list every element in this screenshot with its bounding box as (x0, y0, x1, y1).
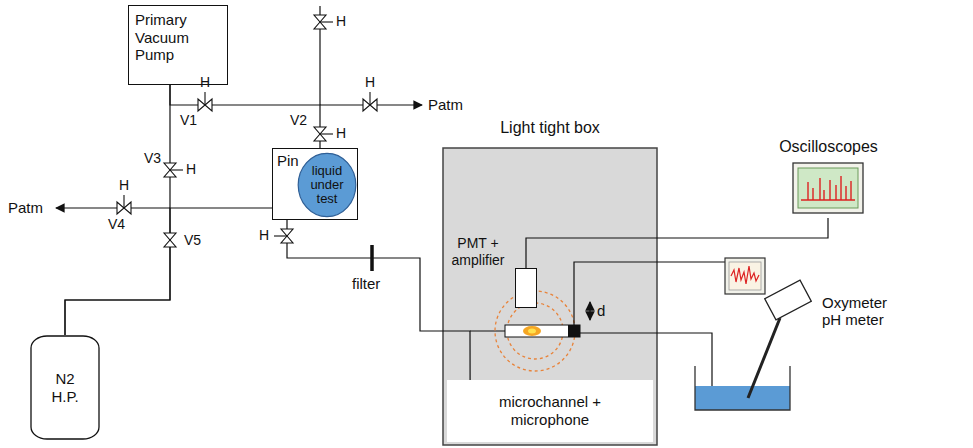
node-text: Oscilloscopes (776, 138, 881, 157)
nitrogen-bottle: N2 H.P. (30, 335, 100, 440)
pump-box: Primary Vacuum Pump (128, 5, 228, 85)
valve-symbol (314, 15, 326, 22)
bubble-flash (528, 329, 536, 334)
part-label: d (597, 302, 605, 319)
pipe-connector (526, 218, 828, 268)
valve-label: V2 (290, 112, 307, 128)
part-label: H (336, 13, 346, 29)
distance-arrow (589, 302, 590, 320)
part-label: H (336, 125, 346, 141)
pipe-connector (65, 85, 170, 335)
valve-symbol (164, 163, 176, 170)
valve-label: V1 (180, 112, 197, 128)
pipe-connector (170, 85, 320, 148)
node-text: Light tight box (443, 119, 657, 138)
valve-stem (274, 235, 287, 236)
signal-trace (731, 266, 759, 284)
part-label: Patm (428, 96, 463, 113)
probe-head (765, 280, 812, 320)
oscilloscope-screen (729, 262, 761, 290)
valve-symbol (164, 170, 176, 177)
pipe-connector (287, 220, 470, 380)
valve-label: V4 (108, 216, 125, 232)
valve-stem (123, 195, 124, 208)
valve-symbol (281, 229, 293, 236)
pmt-box: PMT + amplifier (515, 268, 537, 308)
beaker (695, 366, 790, 410)
valve-symbol (370, 99, 377, 111)
valve-label: V5 (184, 232, 201, 248)
valve-symbol (363, 99, 370, 111)
light-box-ground (443, 148, 657, 445)
light-tight-box: Light tight boxPMT + amplifiermicrochann… (443, 148, 657, 445)
signal-trace (801, 176, 855, 200)
oscilloscope (793, 163, 863, 213)
valve-label: V3 (144, 150, 161, 166)
valve-symbol (164, 233, 176, 240)
oscilloscope-group: Oscilloscopes (776, 138, 881, 218)
valve-stem (369, 92, 370, 105)
part-label: H (259, 227, 269, 243)
oscilloscope-screen (798, 168, 858, 208)
valve-symbol (117, 202, 124, 214)
part-label: H (186, 161, 196, 177)
microchannel-panel: microchannel + microphone (447, 380, 653, 442)
pressure-vessel: Pinliquid under test (272, 148, 358, 220)
part-label: H (119, 177, 129, 193)
node-text: PMT + amplifier (446, 235, 510, 268)
node-text: liquid under test (300, 164, 354, 207)
part-label: Patm (8, 199, 43, 216)
liquid-ellipse: liquid under test (297, 152, 357, 218)
valve-symbol (314, 127, 326, 134)
valve-symbol (124, 202, 131, 214)
valve-symbol (314, 22, 326, 29)
pipe-connector (65, 208, 272, 335)
node-text: microchannel + microphone (494, 393, 606, 428)
node-text: Primary Vacuum Pump (129, 6, 227, 69)
part-label: filter (352, 275, 380, 292)
valve-symbol (164, 240, 176, 247)
valve-stem (320, 133, 333, 134)
beaker-liquid (695, 386, 790, 410)
inlet-stub (470, 330, 505, 331)
valve-stem (320, 21, 333, 22)
probe (748, 318, 780, 398)
part-label: H (200, 74, 210, 90)
vent-pipe (56, 207, 170, 208)
bubble-flash (523, 326, 541, 336)
cylinder-shape (31, 336, 99, 439)
valve-symbol (281, 236, 293, 243)
valve-symbol (314, 134, 326, 141)
filter (370, 245, 374, 271)
valve-symbol (198, 99, 205, 111)
node-text: N2 H.P. (43, 370, 87, 405)
microphone-wire (574, 262, 725, 325)
oscilloscope (725, 258, 765, 294)
valve-stem (204, 92, 205, 105)
valve-symbol (205, 99, 212, 111)
part-label: H (365, 74, 375, 90)
microchannel (505, 325, 580, 337)
node-text: Pin (277, 152, 299, 170)
liquid-ellipse-shape (298, 153, 356, 216)
part-label: Oxymeter pH meter (822, 294, 902, 329)
valve-stem (170, 169, 183, 170)
microphone (568, 325, 580, 337)
